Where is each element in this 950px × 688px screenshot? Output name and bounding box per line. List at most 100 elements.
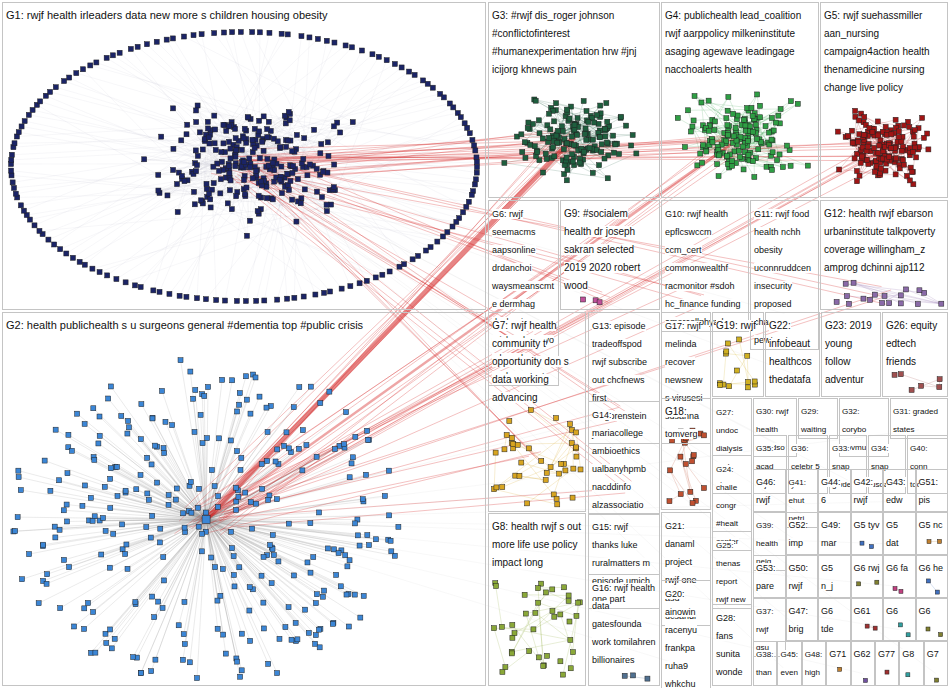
- between-group-edge: [224, 407, 619, 514]
- vertex-glyph: [229, 529, 234, 534]
- edge-line: [264, 116, 474, 145]
- vertex-glyph: [305, 173, 310, 178]
- vertex-glyph: [228, 178, 233, 183]
- vertex-glyph: [207, 141, 212, 146]
- edge-line: [257, 80, 423, 145]
- vertex-glyph: [472, 182, 477, 187]
- vertex-glyph: [103, 528, 108, 533]
- vertex-glyph: [203, 297, 208, 302]
- vertex-glyph: [350, 455, 355, 460]
- edge-line: [115, 520, 206, 639]
- vertex-glyph: [94, 60, 99, 65]
- edge-line: [588, 126, 610, 148]
- vertex-glyph: [161, 446, 166, 451]
- edge-line: [27, 178, 253, 215]
- vertex-glyph: [177, 293, 182, 298]
- edge-line: [106, 520, 206, 644]
- vertex-glyph: [65, 519, 70, 524]
- edge-line: [185, 520, 206, 645]
- edge-line: [551, 448, 576, 467]
- vertex-glyph: [265, 135, 270, 140]
- vertex-glyph: [200, 147, 205, 152]
- vertex-glyph: [36, 601, 41, 606]
- vertex-glyph: [185, 122, 190, 127]
- edge-line: [18, 471, 206, 520]
- between-group-edge: [231, 177, 622, 487]
- vertex-glyph: [104, 55, 109, 60]
- edge-line: [578, 118, 616, 144]
- vertex-glyph: [290, 171, 295, 176]
- vertex-glyph: [319, 142, 324, 147]
- vertex-glyph: [231, 573, 236, 578]
- edge-line: [225, 121, 259, 301]
- edge-line: [183, 520, 206, 660]
- edge-line: [512, 592, 546, 653]
- edge-line: [206, 520, 297, 640]
- edge-line: [736, 101, 791, 135]
- vertex-glyph: [250, 30, 255, 35]
- vertex-glyph: [221, 632, 226, 637]
- vertex-glyph: [357, 281, 362, 286]
- vertex-glyph: [278, 145, 283, 150]
- vertex-glyph: [421, 78, 426, 83]
- vertex-glyph: [67, 75, 72, 80]
- edge-line: [33, 110, 203, 150]
- vertex-glyph: [205, 436, 210, 441]
- vertex-glyph: [286, 138, 291, 143]
- edge-line: [91, 520, 206, 653]
- edge-line: [512, 625, 544, 665]
- edge-line: [56, 87, 304, 159]
- vertex-glyph: [325, 140, 330, 145]
- edge-line: [100, 436, 206, 520]
- vertex-glyph: [474, 170, 479, 175]
- edge-line: [701, 103, 744, 138]
- vertex-glyph: [206, 126, 211, 131]
- edge-line: [206, 520, 268, 664]
- vertex-glyph: [175, 182, 180, 187]
- vertex-glyph: [313, 633, 318, 638]
- vertex-glyph: [386, 468, 391, 473]
- between-group-edge: [208, 162, 886, 513]
- vertex-glyph: [450, 224, 455, 229]
- edge-line: [77, 414, 206, 520]
- vertex-glyph: [472, 143, 477, 148]
- vertex-glyph: [287, 118, 292, 123]
- edge-line: [201, 88, 433, 201]
- vertex-glyph: [374, 537, 379, 542]
- vertex-glyph: [133, 600, 138, 605]
- vertex-glyph: [235, 409, 240, 414]
- vertex-glyph: [230, 30, 235, 35]
- vertex-glyph: [77, 259, 82, 264]
- vertex-glyph: [199, 549, 204, 554]
- vertex-glyph: [238, 30, 243, 35]
- vertex-glyph: [191, 33, 196, 38]
- edge-line: [19, 477, 206, 519]
- vertex-glyph: [211, 164, 216, 169]
- vertex-glyph: [373, 275, 378, 280]
- vertex-glyph: [474, 165, 479, 170]
- vertex-glyph: [221, 141, 226, 146]
- edge-line: [838, 132, 878, 153]
- vertex-glyph: [350, 120, 355, 125]
- vertex-glyph: [325, 546, 330, 551]
- vertex-glyph: [157, 289, 162, 294]
- edge-line: [206, 520, 272, 550]
- vertex-glyph: [52, 242, 57, 247]
- vertex-glyph: [18, 203, 23, 208]
- vertex-glyph: [200, 441, 205, 446]
- vertex-glyph: [150, 415, 155, 420]
- vertex-glyph: [144, 42, 149, 47]
- edge-line: [85, 485, 206, 519]
- vertex-glyph: [247, 218, 252, 223]
- vertex-glyph: [270, 160, 275, 165]
- vertex-glyph: [164, 37, 169, 42]
- edge-line: [512, 640, 571, 652]
- vertex-glyph: [329, 202, 334, 207]
- edge-line: [919, 290, 941, 303]
- vertex-glyph: [285, 32, 290, 37]
- vertex-glyph: [208, 205, 213, 210]
- vertex-glyph: [262, 298, 267, 303]
- edge-line: [206, 377, 255, 519]
- vertex-glyph: [244, 185, 249, 190]
- vertex-glyph: [9, 168, 14, 173]
